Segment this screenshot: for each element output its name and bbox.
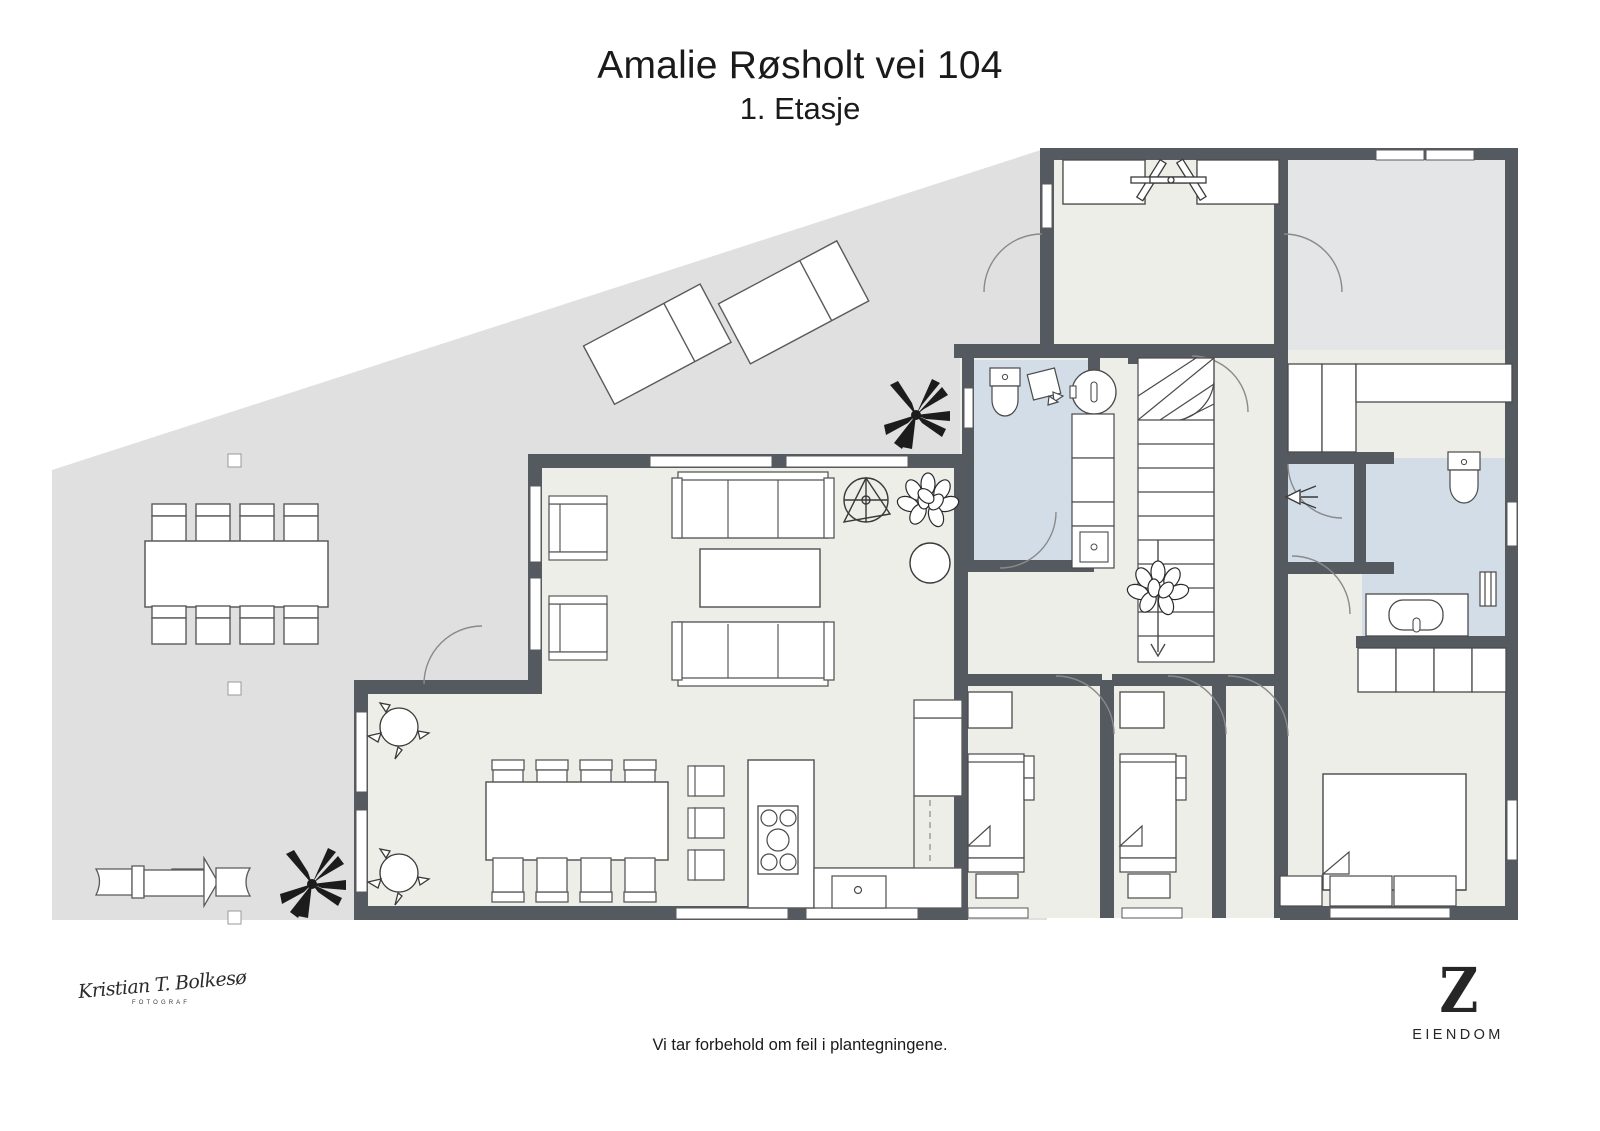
towel-radiator [1479,571,1497,607]
sink-cabinet [1071,501,1115,569]
wardrobe-row-master [1357,647,1507,693]
sun-lounger-2 [717,239,870,365]
armchair-1 [548,495,608,561]
outdoor-dining-table-8-chairs [144,503,329,645]
nightstand-1 [975,873,1019,899]
disclaimer-text: Vi tar forbehold om feil i plantegningen… [652,1036,948,1054]
bed-single-2 [1118,753,1187,873]
logo-z-mark: Z [1439,954,1478,1027]
palm-plant-outdoor-right [884,379,950,449]
brand-logo: Z EIENDOM [1398,954,1518,1043]
bedroom-2-furniture [1118,691,1187,899]
ceiling-fan-x [1130,158,1207,202]
washing-machine [1071,413,1115,503]
leafy-plant-living [896,472,960,528]
swivel-chair-2 [366,848,431,906]
coffee-table [699,548,821,608]
bar-stool-1 [687,765,725,797]
sun-lounger-1 [582,283,733,406]
logo-wordmark: EIENDOM [1412,1026,1504,1043]
wardrobe-upper-right [1196,159,1280,205]
sofa-bottom [671,621,835,687]
round-side-table [909,542,951,584]
leafy-plant-stairs [1126,560,1190,616]
nightstand-master-left [1279,875,1323,907]
outdoor-bench-set [94,855,252,909]
nightstand-master-right [1329,875,1393,907]
bedroom-1-furniture [966,691,1035,899]
swivel-chair-1 [366,702,431,760]
sofa-top [671,471,835,539]
bar-stool-3 [687,849,725,881]
decorative-wheel [842,476,892,523]
toilet-accessory [1026,367,1065,406]
desk-1 [967,691,1013,729]
armchair-2 [548,595,608,661]
kitchen-sink [831,875,887,909]
photographer-watermark: Kristian T. Bolkesø FOTOGRAF [77,966,247,1023]
shower-head [1284,485,1318,509]
terrace-post-markers [227,453,242,925]
desk-2 [1119,691,1165,729]
photographer-role: FOTOGRAF [131,1000,191,1006]
photographer-signature: Kristian T. Bolkesø [77,966,247,1004]
wardrobe-hall-right [1287,363,1513,453]
stair-direction-arrow [1150,540,1166,658]
dining-table-8-chairs [485,759,669,903]
wc-laundry [989,367,1021,417]
nightstand-master-far [1393,875,1457,907]
vanity-basin-master [1365,593,1469,637]
bar-stool-2 [687,807,725,839]
nightstand-2 [1127,873,1171,899]
staircase-winder [1137,357,1215,663]
palm-plant-outdoor-left [280,848,346,918]
kitchen-island-cooktop [747,759,815,909]
door-swings [423,233,1351,737]
wc-master [1447,451,1481,504]
bed-single-1 [966,753,1035,873]
bed-double-master [1321,773,1467,891]
bedroom-master-furniture [1279,773,1467,907]
